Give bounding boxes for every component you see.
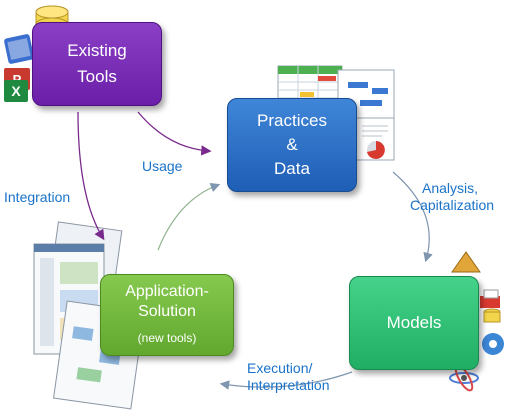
practices-label-3: Data	[274, 159, 310, 178]
practices-label-2: &	[286, 135, 298, 154]
integration-label: Integration	[4, 189, 71, 205]
practices-label-1: Practices	[257, 111, 327, 130]
pie-chart-icon	[367, 141, 385, 159]
models-label: Models	[386, 313, 442, 332]
practices-data-box: Practices & Data	[227, 98, 357, 192]
analysis-label-1: Analysis,	[422, 180, 479, 196]
application-label-2: Solution	[138, 303, 196, 320]
execution-label-2: Interpretation	[247, 377, 330, 393]
office-apps-icon: P X	[4, 34, 34, 102]
application-label-3: (new tools)	[137, 331, 197, 345]
integration-arrow	[77, 111, 105, 241]
models-box: Models	[349, 276, 479, 370]
feedback-arrow	[157, 183, 221, 251]
application-label-1: Application-	[125, 283, 209, 300]
existing-tools-label-1: Existing	[67, 41, 127, 60]
execution-label: Execution/ Interpretation	[247, 360, 330, 394]
existing-tools-label-2: Tools	[77, 67, 117, 86]
analysis-label-2: Capitalization	[410, 197, 495, 213]
execution-arrow	[219, 371, 353, 390]
svg-text:X: X	[11, 83, 21, 99]
analysis-label: Analysis, Capitalization	[410, 180, 494, 214]
application-solution-box: Application- Solution (new tools)	[100, 274, 234, 356]
existing-tools-box: Existing Tools	[32, 22, 162, 106]
analysis-arrow	[392, 171, 433, 263]
svg-text:P: P	[13, 72, 22, 87]
usage-label: Usage	[142, 158, 183, 174]
usage-arrow	[137, 111, 212, 156]
model-tools-icon	[449, 251, 504, 392]
execution-label-1: Execution/	[247, 360, 313, 376]
